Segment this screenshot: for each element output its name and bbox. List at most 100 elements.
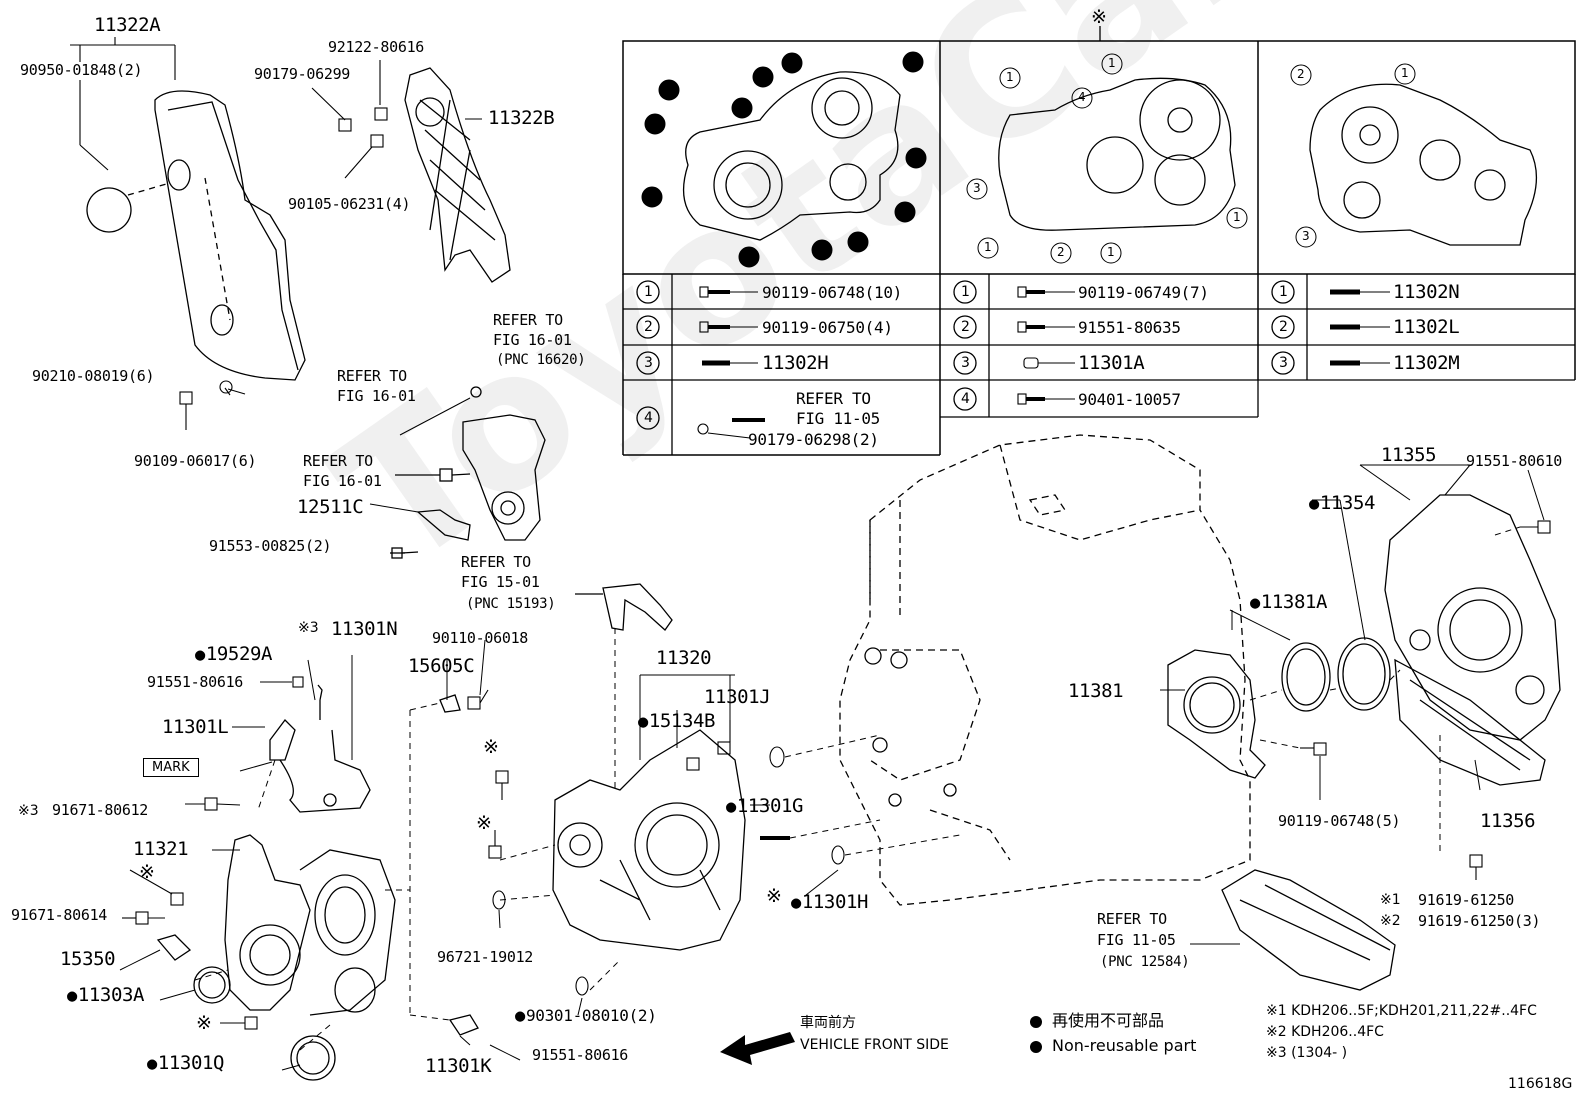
table-c1-part2: 90119-06750(4) xyxy=(762,318,893,337)
refer-16-01-c-line1: REFER TO xyxy=(303,452,373,470)
label-19529A: 19529A xyxy=(195,643,273,666)
note-mark-c: ※ xyxy=(483,736,499,758)
label-90105-06231: 90105-06231(4) xyxy=(288,195,411,213)
refer-16-01-a-line2: FIG 16-01 xyxy=(493,331,572,349)
refer-11-05-line2: FIG 11-05 xyxy=(1097,931,1176,949)
non-reusable-dot-icon-1 xyxy=(1030,1016,1042,1028)
table-c3-num1: 1 xyxy=(1279,284,1288,300)
inset-detail-2 xyxy=(966,53,1248,264)
label-11321: 11321 xyxy=(133,838,189,860)
table-c2-num4: 4 xyxy=(961,391,970,407)
table-c1-num2: 2 xyxy=(644,319,653,335)
note-mark-d: ※ xyxy=(476,812,492,834)
figure-code: 116618G xyxy=(1508,1076,1573,1092)
label-11301L: 11301L xyxy=(162,716,229,738)
legend-note2: ※2 KDH206..4FC xyxy=(1266,1024,1384,1040)
table-c1-part1: 90119-06748(10) xyxy=(762,283,902,302)
table-c1-refer2: FIG 11-05 xyxy=(796,409,880,428)
label-11301J: 11301J xyxy=(704,686,771,708)
legend-nonreuse-jp: 再使用不可部品 xyxy=(1052,1011,1165,1030)
label-91619-2-prefix: ※2 xyxy=(1380,913,1401,929)
table-row-icons xyxy=(636,280,1390,439)
table-c3-num2: 2 xyxy=(1279,319,1288,335)
label-91619-61250-3: 91619-61250(3) xyxy=(1418,912,1541,930)
label-90301-08010: 90301-08010(2) xyxy=(515,1006,657,1026)
note-mark-a: ※ xyxy=(139,861,155,883)
label-91619-61250: 91619-61250 xyxy=(1418,891,1515,909)
assembly-lines xyxy=(194,526,1521,1051)
label-91551-80610: 91551-80610 xyxy=(1466,452,1563,470)
label-11301G: 11301G xyxy=(726,795,804,818)
label-96721-19012: 96721-19012 xyxy=(437,948,534,966)
label-90179-06299: 90179-06299 xyxy=(254,65,351,83)
label-90109-06017: 90109-06017(6) xyxy=(134,452,257,470)
bolts-top-left xyxy=(70,37,388,430)
label-92122-80616: 92122-80616 xyxy=(328,38,425,56)
refer-11-05-line1: REFER TO xyxy=(1097,910,1167,928)
table-c2-num3: 3 xyxy=(961,355,970,371)
refer-15-01-line1: REFER TO xyxy=(461,553,531,571)
end-plate-11355 xyxy=(1384,494,1561,786)
label-11303A: 11303A xyxy=(67,984,145,1007)
legend-nonreuse-en: Non-reusable part xyxy=(1052,1036,1197,1055)
label-11301H: 11301H xyxy=(791,891,869,914)
inset-detail-3 xyxy=(1290,63,1538,248)
label-90210-08019: 90210-08019(6) xyxy=(32,367,155,385)
refer-16-01-b-line1: REFER TO xyxy=(337,367,407,385)
inset-table-frame xyxy=(622,26,1576,456)
label-12511C: 12511C xyxy=(297,496,364,518)
label-15350: 15350 xyxy=(60,948,116,970)
table-c2-num1: 1 xyxy=(961,284,970,300)
label-91619-1-prefix: ※1 xyxy=(1380,892,1401,908)
label-90110-06018: 90110-06018 xyxy=(432,629,529,647)
table-c1-num3: 3 xyxy=(644,355,653,371)
legend-front-jp: 車両前方 xyxy=(800,1015,856,1031)
table-c2-part4: 90401-10057 xyxy=(1078,390,1181,409)
label-11381A: 11381A xyxy=(1250,591,1328,614)
table-c1-num1: 1 xyxy=(644,284,653,300)
table-c1-num4: 4 xyxy=(644,410,653,426)
legend-note3: ※3 (1304- ) xyxy=(1266,1045,1348,1061)
label-90119-06748-5: 90119-06748(5) xyxy=(1278,812,1401,830)
table-c3-num3: 3 xyxy=(1279,355,1288,371)
label-15134B: 15134B xyxy=(638,710,716,733)
table-c2-num2: 2 xyxy=(961,319,970,335)
refer-16-01-a-line3: (PNC 16620) xyxy=(496,352,586,368)
table-c3-part3: 11302M xyxy=(1393,352,1460,374)
table-c2-part2: 91551-80635 xyxy=(1078,318,1181,337)
label-11355: 11355 xyxy=(1381,444,1437,466)
legend-note1: ※1 KDH206..5F;KDH201,211,22#..4FC xyxy=(1266,1003,1537,1019)
label-11322B: 11322B xyxy=(488,107,555,129)
label-11381: 11381 xyxy=(1068,680,1124,702)
label-91551-80616-b: 91551-80616 xyxy=(532,1046,629,1064)
refer-16-01-b-line2: FIG 16-01 xyxy=(337,387,416,405)
table-note-mark: ※ xyxy=(1091,6,1107,28)
table-c1-refer1: REFER TO xyxy=(796,389,871,408)
label-15605C: 15605C xyxy=(408,655,475,677)
label-91551-80616-a: 91551-80616 xyxy=(147,673,244,691)
gear-case-11320 xyxy=(552,729,746,951)
engine-holes xyxy=(864,647,957,807)
oil-pan-baffle xyxy=(1221,869,1396,991)
timing-cover-11322A xyxy=(86,90,306,381)
non-reusable-dot-icon-2 xyxy=(1030,1041,1042,1053)
label-11301Q: 11301Q xyxy=(147,1052,225,1075)
label-91671-80612: 91671-80612 xyxy=(52,801,149,819)
table-c3-part1: 11302N xyxy=(1393,281,1460,303)
label-91553-00825: 91553-00825(2) xyxy=(209,537,332,555)
bolts-and-orings xyxy=(122,520,1551,1030)
label-91671-80614: 91671-80614 xyxy=(11,906,108,924)
table-c3-part2: 11302L xyxy=(1393,316,1460,338)
refer-16-01-a-line1: REFER TO xyxy=(493,311,563,329)
oil-seal-retainer-11381 xyxy=(1167,649,1266,779)
label-11322A: 11322A xyxy=(94,14,161,36)
refer-15-01-line2: FIG 15-01 xyxy=(461,573,540,591)
leader-lines xyxy=(119,118,1545,1071)
label-11301N: 11301N xyxy=(331,618,398,640)
timing-cover-11322B xyxy=(404,67,511,283)
oil-seals xyxy=(1281,637,1391,712)
table-c2-part3: 11301A xyxy=(1078,352,1145,374)
label-11354: 11354 xyxy=(1309,492,1376,515)
